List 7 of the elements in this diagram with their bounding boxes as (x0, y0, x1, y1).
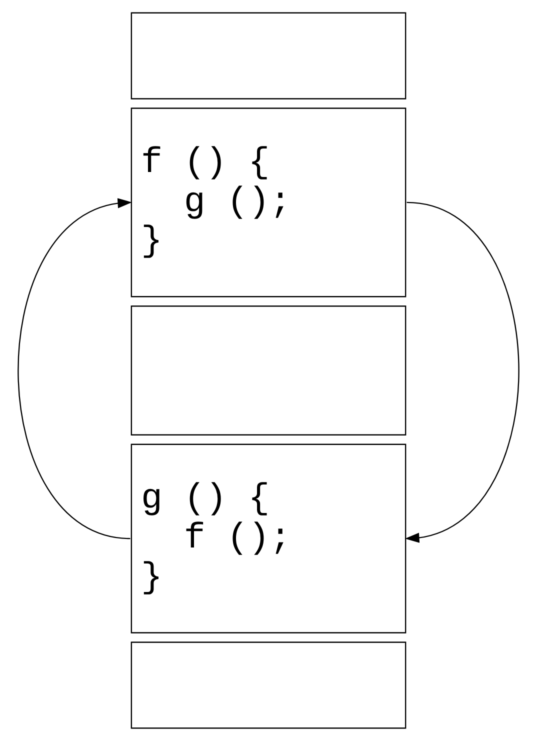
arrow (404, 202, 520, 543)
node-box: f () { g (); } (130, 108, 406, 298)
arrow (18, 198, 132, 540)
node-box (130, 642, 406, 729)
node-box (130, 306, 406, 436)
node-box (130, 12, 406, 100)
node-box: g () { f (); } (130, 444, 406, 634)
